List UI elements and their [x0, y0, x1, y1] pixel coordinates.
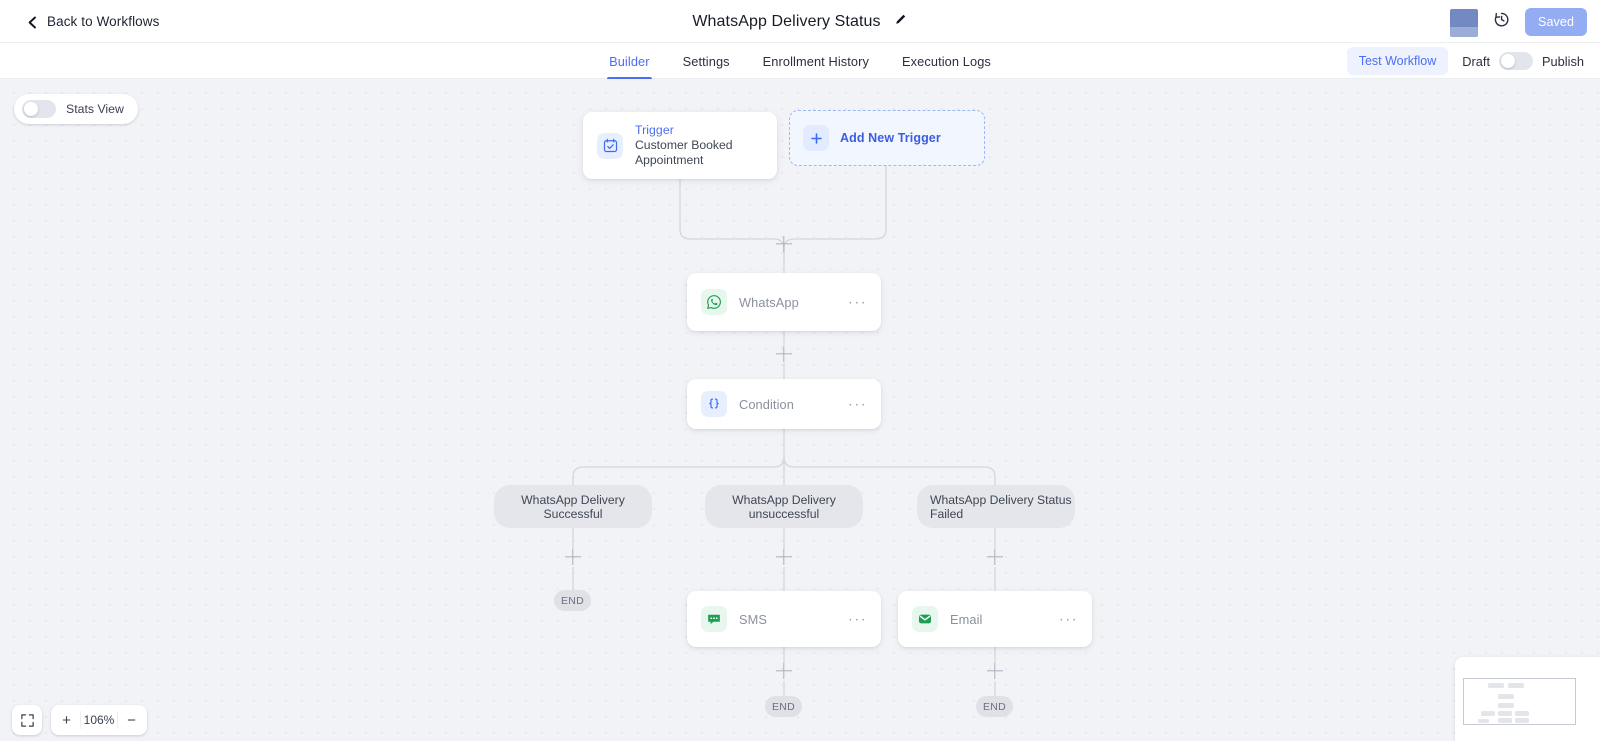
whatsapp-icon — [701, 289, 727, 315]
connector-lines — [572, 166, 996, 697]
workflow-canvas[interactable]: Stats View Trigger Customer Booked Appoi… — [0, 79, 1600, 741]
plus-icon — [803, 125, 829, 151]
node-condition[interactable]: Condition ··· — [687, 379, 881, 429]
end-node-right: END — [976, 696, 1013, 717]
minimap-node — [1515, 718, 1529, 723]
node-sms[interactable]: SMS ··· — [687, 591, 881, 647]
node-condition-label: Condition — [739, 396, 794, 412]
branch-failed-line2: Failed — [930, 506, 964, 521]
draft-label: Draft — [1462, 53, 1491, 69]
node-whatsapp[interactable]: WhatsApp ··· — [687, 273, 881, 331]
calendar-check-icon — [597, 132, 623, 159]
tab-settings[interactable]: Settings — [682, 53, 730, 69]
sms-icon — [701, 606, 727, 632]
minimap-node — [1498, 718, 1512, 723]
fit-to-screen-icon — [20, 713, 34, 727]
back-to-workflows-button[interactable]: Back to Workflows — [27, 14, 159, 29]
top-bar: Back to Workflows WhatsApp Delivery Stat… — [0, 0, 1600, 43]
add-step-plus-branch-right[interactable] — [986, 548, 1004, 566]
tab-bar: Builder Settings Enrollment History Exec… — [0, 43, 1600, 79]
add-step-plus-email[interactable] — [986, 662, 1004, 680]
page-title: WhatsApp Delivery Status — [692, 12, 881, 30]
add-new-trigger-label: Add New Trigger — [840, 131, 941, 145]
zoom-in-button[interactable]: + — [53, 705, 80, 735]
zoom-level-value: 106% — [80, 711, 118, 729]
avatar[interactable] — [1450, 8, 1479, 37]
trigger-texts: Trigger Customer Booked Appointment — [635, 123, 763, 168]
node-condition-menu-icon[interactable]: ··· — [847, 395, 867, 413]
add-step-plus-branch-left[interactable] — [564, 548, 582, 566]
minimap-node — [1488, 683, 1504, 688]
trigger-kind-label: Trigger — [635, 123, 674, 137]
branch-successful-line1: WhatsApp Delivery — [521, 492, 625, 507]
branch-unsuccessful-line2: unsuccessful — [748, 506, 820, 521]
toggle-knob — [1501, 54, 1516, 68]
branch-label-failed[interactable]: WhatsApp Delivery Status Failed — [917, 485, 1075, 528]
node-whatsapp-menu-icon[interactable]: ··· — [847, 293, 867, 311]
test-workflow-button[interactable]: Test Workflow — [1346, 47, 1449, 75]
end-node-middle: END — [765, 696, 802, 717]
publish-toggle[interactable] — [1499, 52, 1534, 70]
publish-label: Publish — [1542, 53, 1584, 69]
minimap-node — [1498, 711, 1512, 716]
workflow-title-group: WhatsApp Delivery Status — [0, 0, 1600, 43]
pencil-icon[interactable] — [894, 12, 908, 31]
stats-view-label: Stats View — [66, 102, 124, 116]
minimap-node — [1481, 711, 1495, 716]
add-step-plus-2[interactable] — [775, 345, 793, 363]
zoom-level-group: + 106% − — [51, 705, 147, 735]
minimap-node — [1478, 719, 1489, 723]
node-sms-label: SMS — [739, 611, 768, 627]
clock-history-icon[interactable] — [1493, 11, 1510, 33]
tab-execution-logs[interactable]: Execution Logs — [902, 53, 991, 69]
stats-view-switch[interactable] — [22, 100, 56, 118]
email-icon — [912, 606, 938, 632]
minimap-node — [1515, 711, 1529, 716]
end-node-left: END — [554, 590, 591, 611]
trigger-node[interactable]: Trigger Customer Booked Appointment — [583, 112, 777, 179]
branch-unsuccessful-line1: WhatsApp Delivery — [732, 492, 836, 507]
zoom-controls: + 106% − — [12, 705, 147, 735]
tab-builder[interactable]: Builder — [607, 43, 652, 79]
topbar-actions: Saved — [1450, 0, 1587, 43]
tab-enrollment-history[interactable]: Enrollment History — [762, 53, 870, 69]
add-step-plus-1[interactable] — [775, 235, 793, 253]
branch-failed-line1: WhatsApp Delivery Status — [930, 492, 1072, 507]
node-email[interactable]: Email ··· — [898, 591, 1092, 647]
minimap-viewport[interactable] — [1463, 678, 1576, 725]
stats-view-toggle[interactable]: Stats View — [14, 94, 138, 124]
node-email-label: Email — [950, 611, 983, 627]
trigger-name-label: Customer Booked Appointment — [635, 138, 733, 167]
saved-button[interactable]: Saved — [1525, 7, 1587, 36]
braces-icon — [701, 391, 727, 417]
branch-label-unsuccessful[interactable]: WhatsApp Delivery unsuccessful — [705, 485, 863, 528]
tab-list: Builder Settings Enrollment History Exec… — [0, 43, 1600, 79]
back-to-workflows-label: Back to Workflows — [47, 13, 160, 29]
minimap-node — [1498, 694, 1514, 699]
fit-to-screen-button[interactable] — [12, 705, 42, 735]
add-step-plus-branch-middle[interactable] — [775, 548, 793, 566]
node-sms-menu-icon[interactable]: ··· — [847, 610, 867, 628]
tabbar-actions: Test Workflow Draft Publish — [1346, 43, 1584, 79]
branch-label-successful[interactable]: WhatsApp Delivery Successful — [494, 485, 652, 528]
minimap-node — [1498, 703, 1514, 708]
node-email-menu-icon[interactable]: ··· — [1058, 610, 1078, 628]
minimap[interactable] — [1455, 657, 1600, 741]
add-step-plus-sms[interactable] — [775, 662, 793, 680]
minimap-node — [1508, 683, 1524, 688]
branch-successful-line2: Successful — [543, 506, 603, 521]
add-new-trigger-button[interactable]: Add New Trigger — [789, 110, 985, 166]
node-whatsapp-label: WhatsApp — [739, 294, 799, 310]
zoom-out-button[interactable]: − — [118, 705, 145, 735]
chevron-left-icon — [27, 16, 38, 28]
draft-publish-toggle-group: Draft Publish — [1462, 52, 1584, 70]
stats-view-knob — [24, 102, 38, 116]
